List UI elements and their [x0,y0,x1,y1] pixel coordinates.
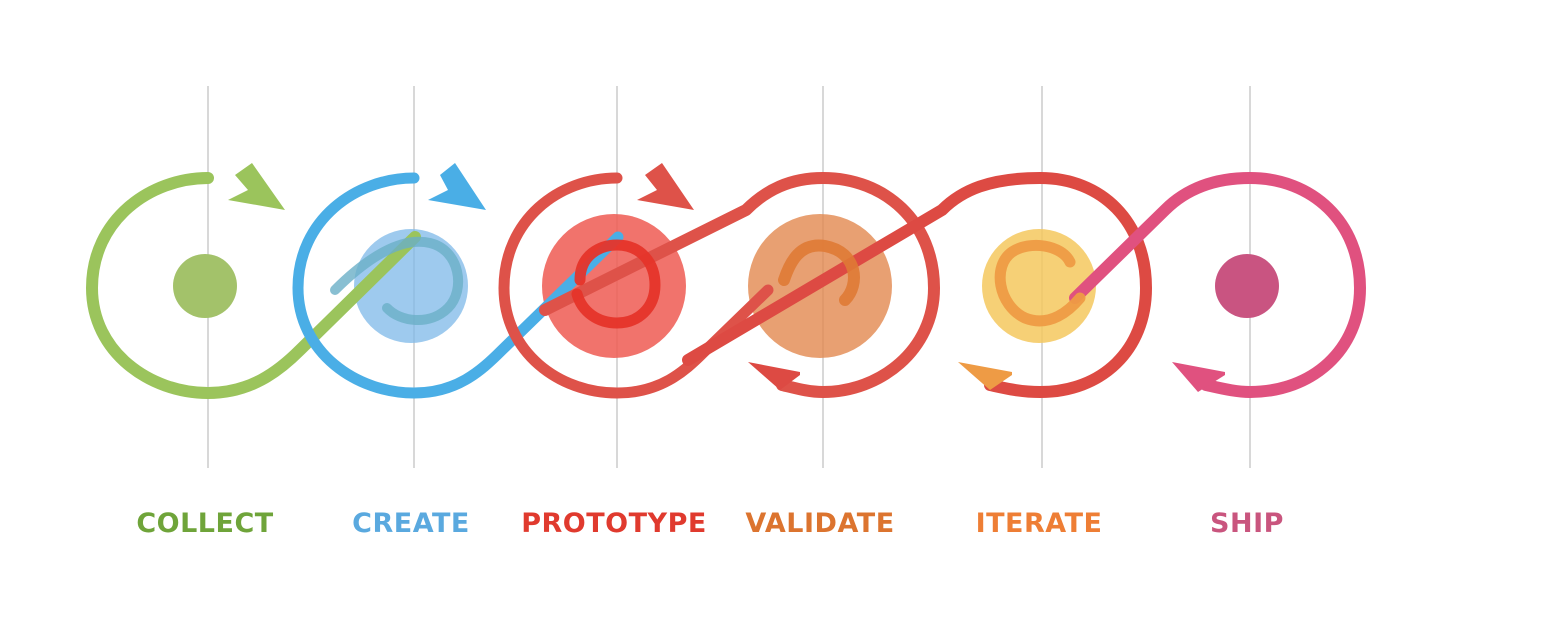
stage-curl-prototype [571,239,661,329]
stage-curve-prototype-2 [498,172,774,399]
stage-curve-create-1 [292,172,624,399]
stage-curve-prototype-3 [539,172,940,398]
stage-curl-validate [778,239,860,306]
stage-curve-collect-0 [86,172,421,399]
arrowhead-icon-ship [1172,362,1225,392]
arrowhead-icon-validate [748,362,800,390]
stage-label-validate: VALIDATE [745,508,895,539]
stage-curl-create [330,236,464,326]
stage-curve-ship-5 [1069,172,1366,398]
arrowhead-icon-iterate [958,362,1012,390]
arrowhead-icon-prototype [637,163,694,210]
stage-label-ship: SHIP [1210,508,1284,539]
stage-dot-collect [173,254,237,318]
stage-curl-iterate [994,239,1086,327]
stage-label-prototype: PROTOTYPE [521,508,707,539]
arrowhead-icon-collect [228,163,285,210]
stage-label-create: CREATE [352,508,470,539]
arrowhead-icon-create [428,163,486,210]
stage-label-iterate: ITERATE [975,508,1103,539]
stage-dot-prototype [542,214,686,358]
stage-curve-validate-4 [682,172,1152,398]
stage-dot-ship [1215,254,1279,318]
stage-label-collect: COLLECT [136,508,274,539]
